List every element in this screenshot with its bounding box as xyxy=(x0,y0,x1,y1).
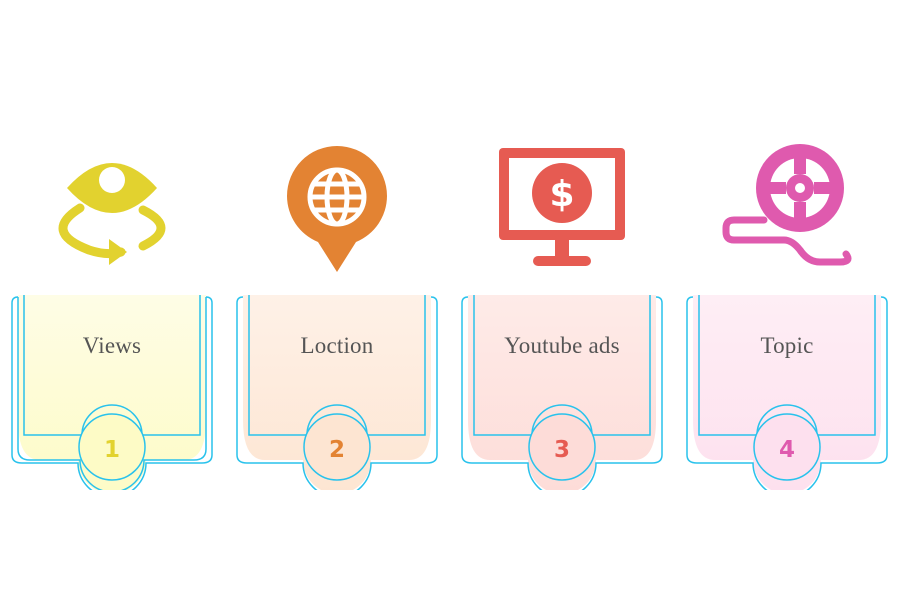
step-views: Views 1 xyxy=(10,140,214,490)
step-card: Loction 2 xyxy=(235,295,439,490)
svg-text:$: $ xyxy=(549,174,574,215)
step-card: Topic 4 xyxy=(685,295,889,490)
step-label: Loction xyxy=(300,333,374,358)
step-youtube-ads: $ Youtube ads 3 xyxy=(460,140,664,490)
eye-rotate-icon xyxy=(47,140,177,280)
monitor-dollar-icon: $ xyxy=(497,140,627,280)
step-card: Youtube ads 3 xyxy=(460,295,664,490)
step-location: Loction 2 xyxy=(235,140,439,490)
step-topic: Topic 4 xyxy=(685,140,889,490)
step-card: Views 1 xyxy=(10,295,214,490)
step-number: 3 xyxy=(553,437,570,463)
location-globe-icon xyxy=(272,140,402,280)
step-number: 1 xyxy=(103,437,120,463)
step-label: Youtube ads xyxy=(504,333,620,358)
step-number: 2 xyxy=(328,437,345,463)
step-number: 4 xyxy=(778,437,795,463)
step-label: Topic xyxy=(760,333,814,358)
film-reel-icon xyxy=(722,140,852,280)
step-label: Views xyxy=(82,333,142,358)
